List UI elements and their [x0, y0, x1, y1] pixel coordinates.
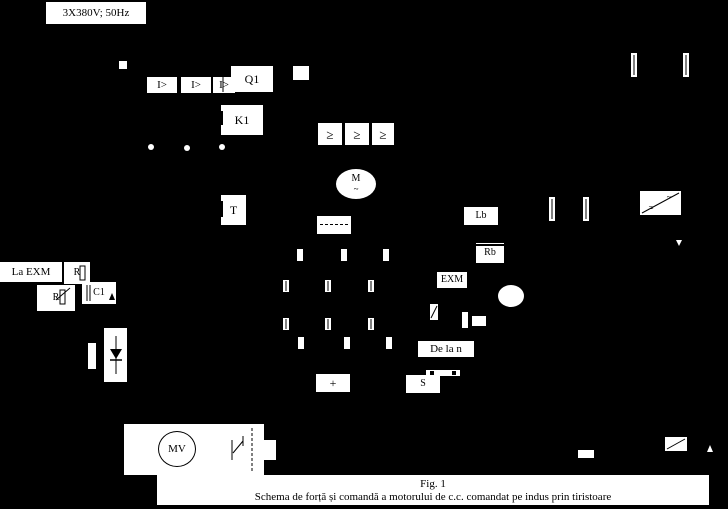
breaker-aux-block: [293, 66, 309, 80]
r2-variable-arrow: [55, 287, 71, 301]
tacho-mv: MV: [158, 431, 196, 467]
motor-label: M: [351, 173, 361, 184]
comparator-1: ≥: [318, 123, 342, 145]
exm-label: EXM: [437, 272, 467, 288]
breaker-q1: Q1: [231, 66, 273, 92]
overcurrent-relay-3: I>: [213, 77, 235, 93]
bottom-right-rect: [578, 450, 594, 458]
transformer-notch: [217, 201, 223, 217]
bottom-right-switch-diagonal: [666, 438, 686, 450]
from-n-label: De la n: [418, 341, 474, 357]
switch-s: S: [406, 375, 440, 393]
overcurrent-relay-2: I>: [181, 77, 211, 93]
diode-side-bar: [88, 343, 96, 369]
bottom-right-arrow: [707, 445, 713, 452]
caption-title: Schema de forță și comandă a motorului d…: [254, 490, 612, 503]
resistor-rb: Rb: [476, 243, 504, 263]
motor-m: M ~: [336, 169, 376, 199]
bridge-mark-lines: [285, 281, 372, 329]
c1-arrow: [109, 293, 115, 300]
switch-lever: [426, 370, 460, 376]
supply-label: 3X380V; 50Hz: [46, 2, 146, 24]
dashed-block: [317, 216, 351, 234]
converter-arrow: [676, 240, 682, 246]
exm-field-circle: [498, 285, 524, 307]
exm-contact-slash: [430, 305, 438, 319]
resistor-r2: R: [37, 285, 75, 311]
converter-bottom: =: [648, 202, 654, 213]
transformer-t: T: [221, 195, 246, 225]
converter-diagonal: [641, 192, 680, 214]
contact-dot-1: [148, 144, 154, 150]
bridge-mark-11: [344, 337, 350, 349]
bridge-mark-1: [297, 249, 303, 261]
switch-pin-1: [430, 371, 434, 375]
caption-fig: Fig. 1: [420, 477, 446, 490]
motor-tilde: ~: [353, 183, 359, 194]
tacho-contact-blade: [232, 440, 244, 454]
tacho-aux-block: [264, 440, 276, 460]
bridge-mark-12: [386, 337, 392, 349]
bridge-mark-3: [383, 249, 389, 261]
bridge-mark-2: [341, 249, 347, 261]
switch-pin-2: [452, 371, 456, 375]
contact-dot-3: [219, 144, 225, 150]
exm-contact-2: [462, 312, 468, 328]
contactor-notch: [217, 111, 223, 125]
exm-contact-3: [472, 316, 486, 326]
comparator-2: ≥: [345, 123, 369, 145]
la-exm-label: La EXM: [0, 262, 62, 282]
contact-dot-2: [184, 145, 190, 151]
r1-body: [79, 265, 86, 281]
overcurrent-relay-1: I>: [147, 77, 177, 93]
figure-caption: Fig. 1 Schema de forță și comandă a moto…: [157, 475, 709, 505]
contactor-k1: K1: [221, 105, 263, 135]
inductor-lb: Lb: [464, 207, 498, 225]
tacho-block: MV: [124, 424, 264, 475]
comparator-3: ≥: [372, 123, 394, 145]
bridge-mark-10: [298, 337, 304, 349]
terminal-mark: [119, 61, 127, 69]
dc-plus-terminal: +: [316, 374, 350, 392]
r2-body: [59, 289, 66, 305]
converter-top: ~: [666, 191, 672, 202]
